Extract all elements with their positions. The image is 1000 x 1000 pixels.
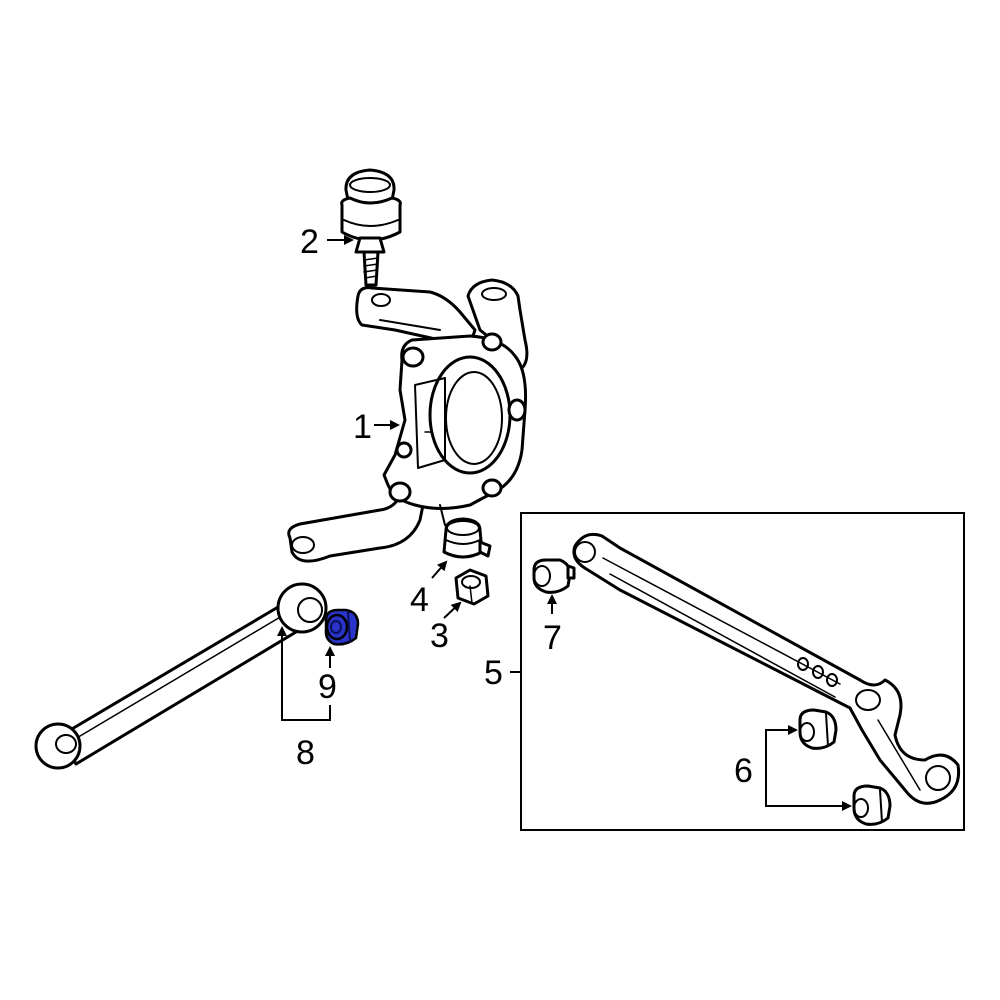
leader-8	[281, 630, 331, 721]
callout-5: 5	[484, 654, 503, 692]
hex-nut-part	[454, 568, 490, 606]
callout-4: 4	[410, 581, 429, 619]
callout-1: 1	[353, 408, 372, 446]
arm-bushing-part	[532, 558, 576, 594]
callout-2: 2	[300, 223, 319, 261]
callout-6: 6	[734, 752, 753, 790]
callout-3: 3	[430, 617, 449, 655]
leader-3	[443, 601, 462, 619]
lower-control-arm-part	[572, 532, 961, 805]
callout-7: 7	[543, 619, 562, 657]
link-bushing-part-highlighted	[324, 608, 360, 646]
ball-joint-part	[340, 168, 402, 287]
callout-9: 9	[318, 668, 337, 706]
leader-lines	[277, 235, 852, 811]
leader-6	[765, 729, 792, 770]
leader-4	[431, 560, 448, 579]
knuckle-bushing-part	[442, 517, 492, 559]
steering-knuckle-part	[287, 278, 529, 563]
trailing-link-part	[34, 582, 328, 770]
arm-bushing-lower-part	[852, 784, 892, 826]
callout-8: 8	[296, 734, 315, 772]
arm-bushing-upper-part	[798, 708, 838, 750]
